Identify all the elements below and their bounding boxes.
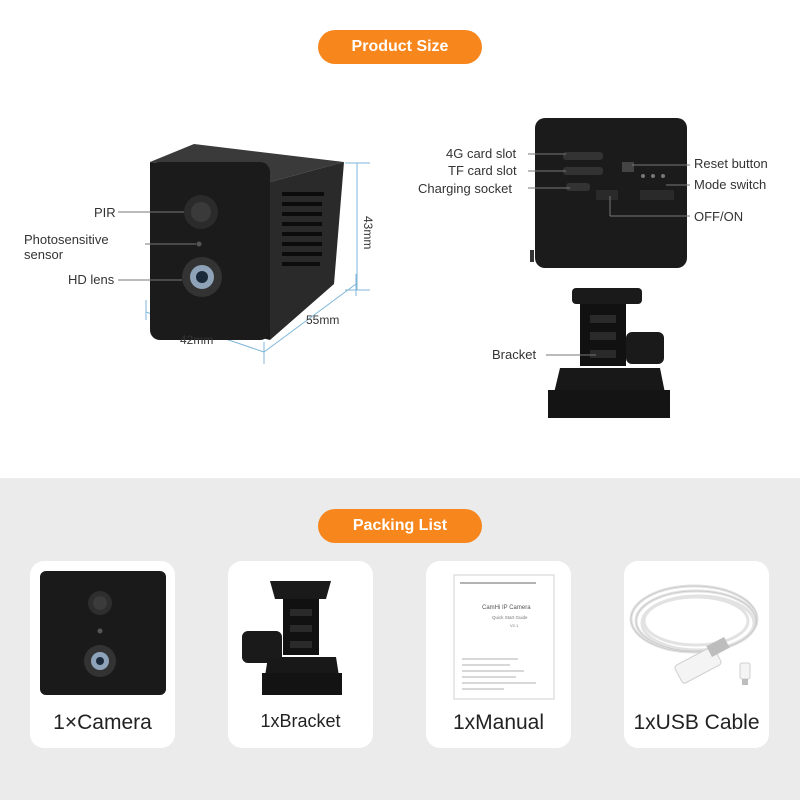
manual-subtitle: Quick Start Guide xyxy=(492,615,528,620)
label-bracket: Bracket xyxy=(492,347,536,362)
packing-list-badge: Packing List xyxy=(318,509,482,543)
packing-item-label: 1×Camera xyxy=(53,711,152,734)
front-pointer-lines xyxy=(118,211,196,281)
dimension-lines xyxy=(145,162,370,364)
label-off-on: OFF/ON xyxy=(694,209,743,224)
dimension-depth: 55mm xyxy=(306,313,339,327)
packing-item-label: 1xManual xyxy=(452,711,545,734)
label-charging-socket: Charging socket xyxy=(418,181,512,196)
back-pointer-lines xyxy=(528,153,690,356)
label-4g-card-slot: 4G card slot xyxy=(446,146,516,161)
label-tf-card-slot: TF card slot xyxy=(448,163,517,178)
label-sensor: sensor xyxy=(24,247,64,262)
front-camera-figure: PIR Photosensitive sensor HD lens 42mm 5… xyxy=(24,144,375,364)
packing-item-manual: CamHi IP Camera Quick Start Guide V2.1 1… xyxy=(426,561,571,748)
dimension-width: 42mm xyxy=(180,333,213,347)
packing-item-bracket: 1xBracket xyxy=(228,561,373,748)
bracket-thumbnail xyxy=(242,581,342,695)
manual-version: V2.1 xyxy=(510,623,519,628)
packing-item-usb-cable: 1xUSB Cable xyxy=(624,561,769,748)
packing-item-label: 1xUSB Cable xyxy=(633,711,760,734)
label-pir: PIR xyxy=(94,205,116,220)
product-size-badge: Product Size xyxy=(318,30,482,64)
camera-thumbnail xyxy=(40,571,166,695)
packing-item-label: 1xBracket xyxy=(260,711,341,731)
label-reset-button: Reset button xyxy=(694,156,768,171)
label-photosensitive: Photosensitive xyxy=(24,232,109,247)
camera-back xyxy=(530,118,687,268)
back-camera-figure: 4G card slot TF card slot Charging socke… xyxy=(418,118,768,418)
dimension-height: 43mm xyxy=(361,216,375,249)
manual-thumbnail: CamHi IP Camera Quick Start Guide V2.1 xyxy=(453,574,555,700)
label-hd-lens: HD lens xyxy=(68,272,115,287)
packing-item-camera: 1×Camera xyxy=(30,561,175,748)
camera-body xyxy=(150,144,344,340)
manual-title: CamHi IP Camera xyxy=(482,605,531,611)
bracket-figure xyxy=(548,288,670,418)
label-mode-switch: Mode switch xyxy=(694,177,766,192)
usb-cable-thumbnail xyxy=(629,584,759,685)
